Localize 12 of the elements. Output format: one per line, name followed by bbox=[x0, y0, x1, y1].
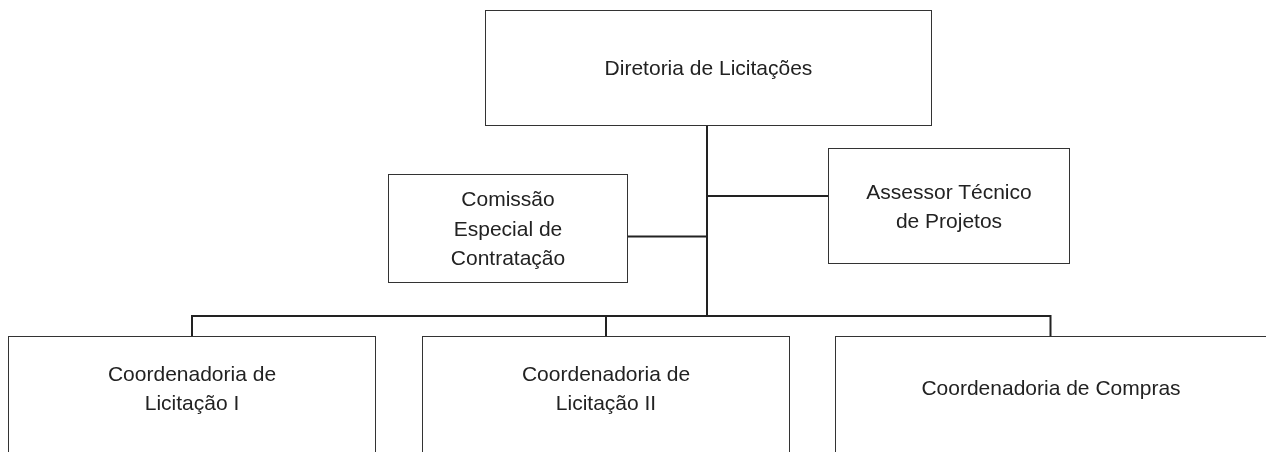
org-unit-box bbox=[388, 174, 628, 283]
unit-name: Coordenadoria de Licitação I bbox=[106, 361, 278, 417]
org-unit-box bbox=[835, 336, 1266, 452]
org-unit-box bbox=[485, 10, 932, 126]
org-unit-box bbox=[8, 336, 376, 452]
unit-name: Assessor Técnico de Projetos bbox=[865, 178, 1033, 234]
unit-name: Diretoria de Licitações bbox=[604, 55, 813, 82]
unit-name: Coordenadoria de Compras bbox=[921, 375, 1181, 401]
org-unit-box bbox=[422, 336, 790, 452]
unit-name: Coordenadoria de Licitação II bbox=[520, 361, 692, 417]
org-unit-box bbox=[828, 148, 1070, 264]
unit-name: Comissão Especial de Contratação bbox=[449, 186, 567, 272]
